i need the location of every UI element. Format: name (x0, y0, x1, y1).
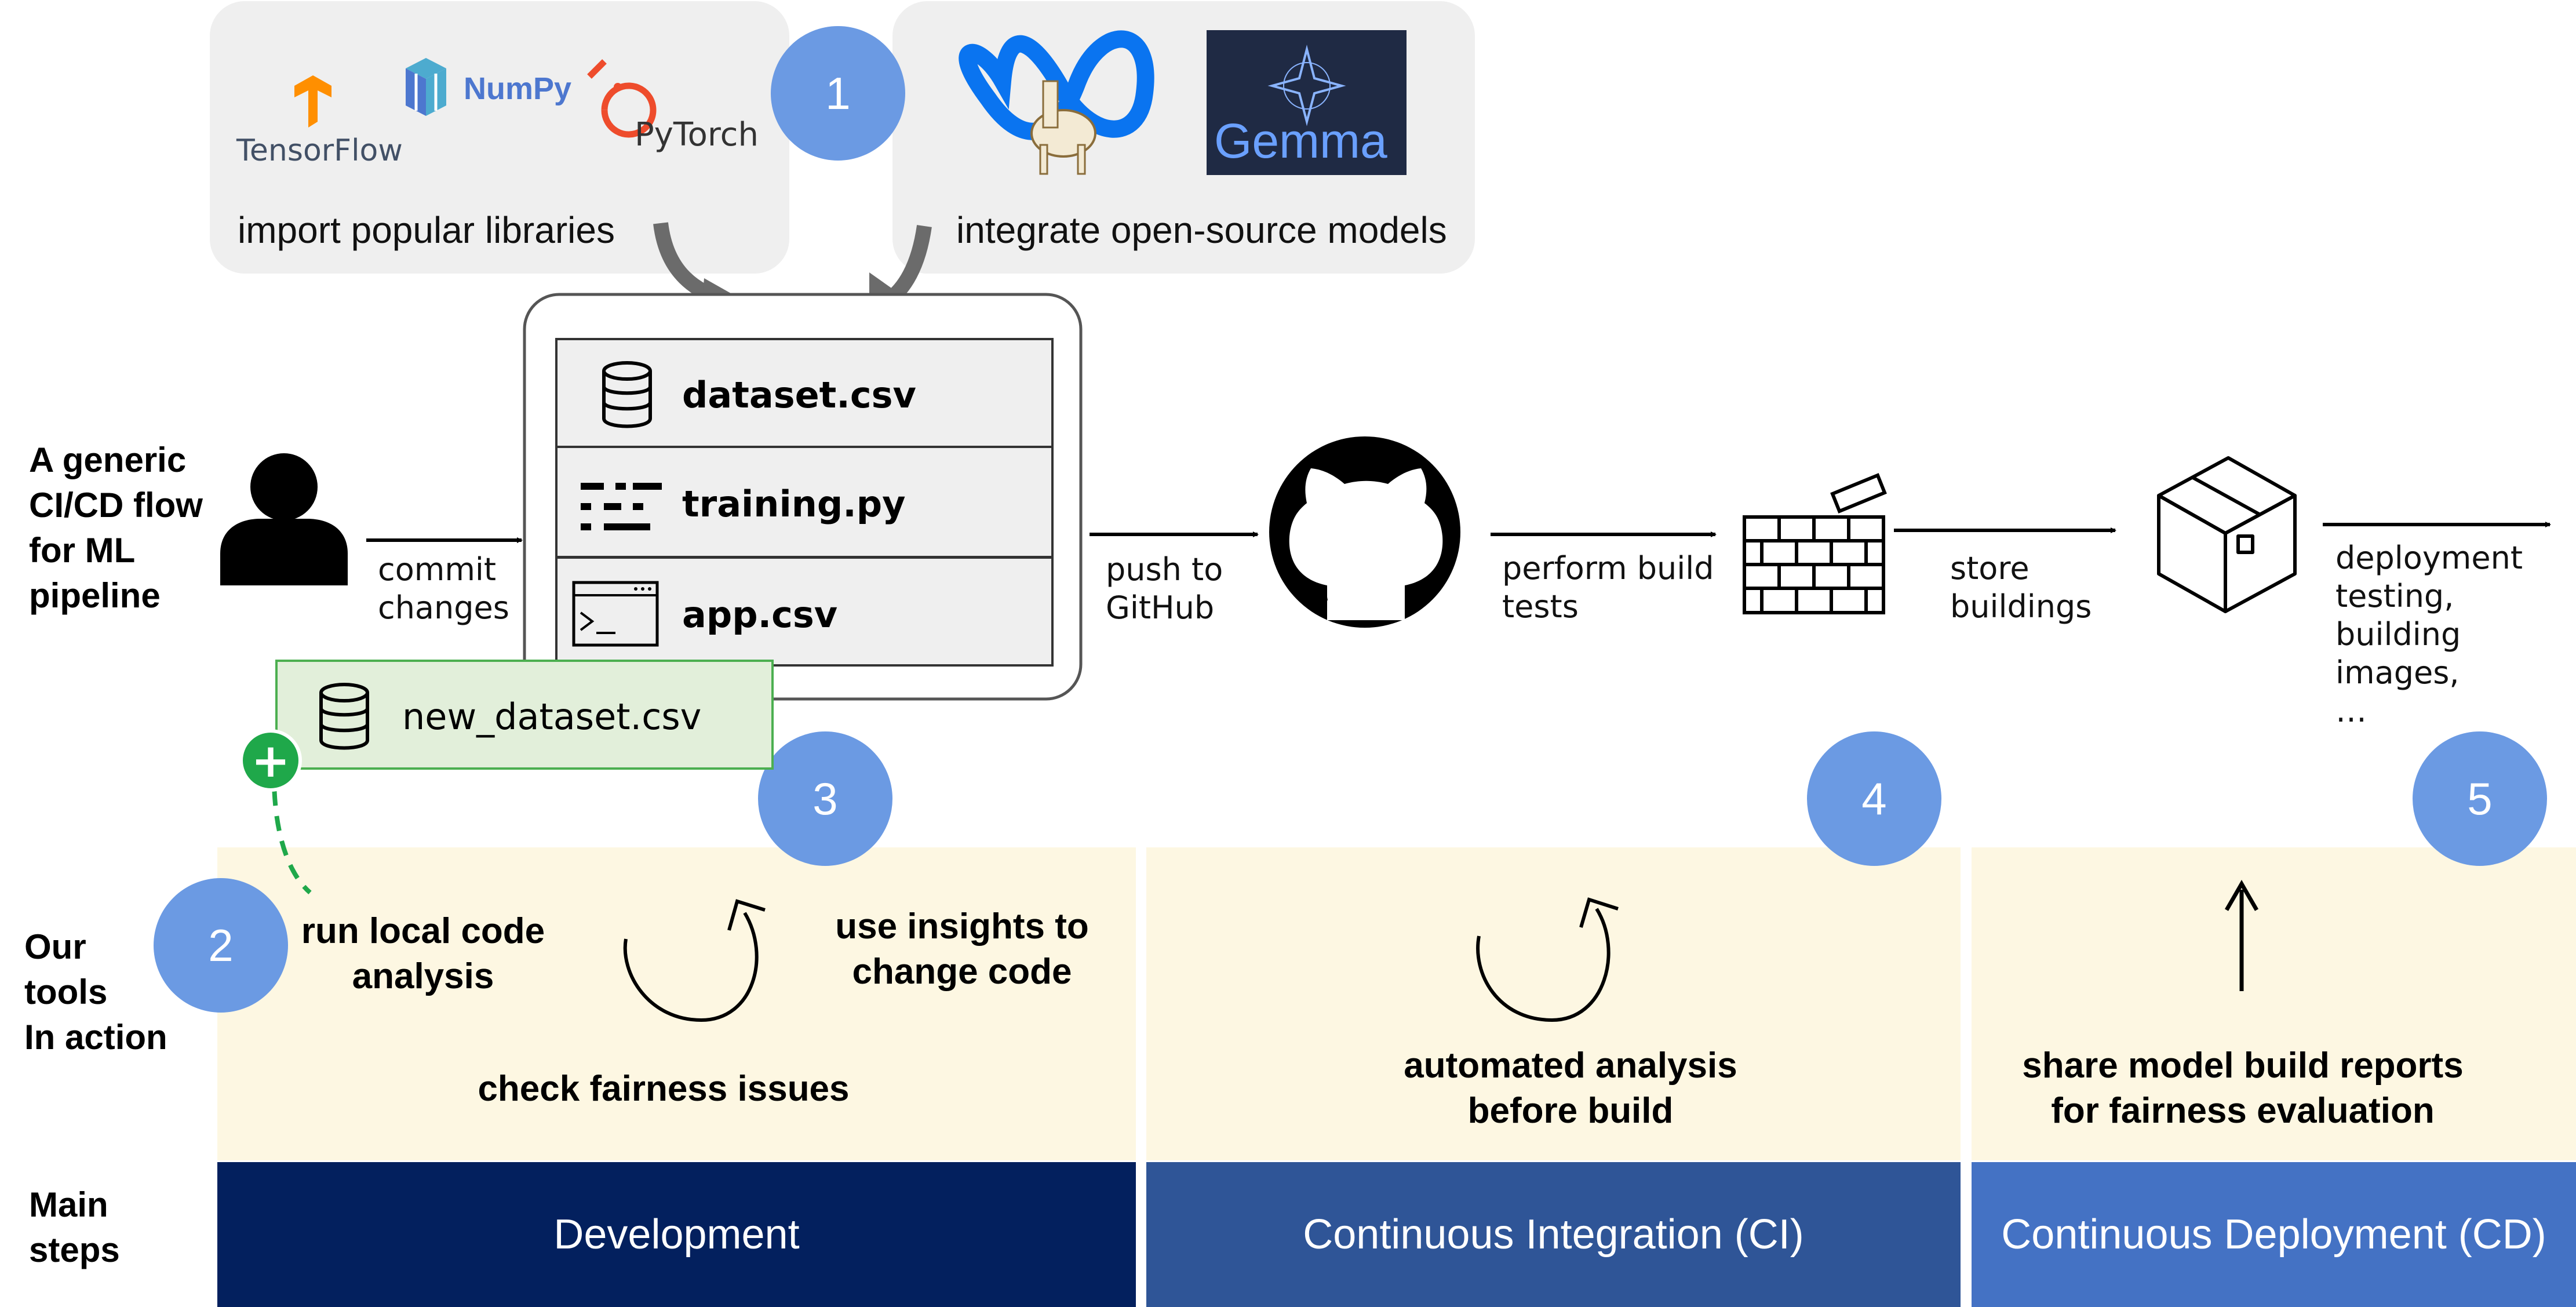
database-icon (319, 683, 369, 750)
brick-wall-icon (1743, 473, 1887, 614)
code-lines-icon (581, 483, 662, 530)
models-caption: integrate open-source models (956, 209, 1447, 251)
step-badge-4: 4 (1807, 731, 1941, 866)
cycle-arrow-ci (1476, 897, 1619, 1022)
new-file[interactable]: new_dataset.csv (275, 660, 774, 770)
numpy-label: NumPy (464, 71, 572, 106)
fairness-text: check fairness issues (478, 1069, 850, 1109)
gemma-label: Gemma (1214, 114, 1387, 168)
pytorch-label: PyTorch (635, 116, 759, 154)
step-cd: Continuous Deployment (CD) (1972, 1162, 2576, 1307)
database-icon (602, 361, 652, 428)
package-icon (2157, 456, 2297, 613)
file-app[interactable]: app.csv (555, 556, 1054, 667)
new-file-connector (271, 764, 312, 895)
tools-panel-cd (1972, 847, 2576, 1160)
file-dataset[interactable]: dataset.csv (555, 338, 1054, 448)
step-badge-3: 3 (758, 731, 892, 866)
meta-llama-icon (959, 30, 1154, 175)
plus-icon[interactable]: + (239, 729, 302, 792)
tools-panel-development (217, 847, 1136, 1160)
gemma-logo (1207, 30, 1407, 175)
step-ci: Continuous Integration (CI) (1146, 1162, 1961, 1307)
file-name-app: app.csv (682, 594, 838, 636)
step-badge-1: 1 (771, 26, 905, 161)
tensorflow-label: TensorFlow (236, 133, 403, 168)
libraries-caption: import popular libraries (238, 209, 615, 251)
step-badge-5: 5 (2413, 731, 2547, 866)
terminal-icon (572, 581, 659, 647)
libraries-panel (210, 1, 789, 274)
new-file-name: new_dataset.csv (402, 696, 702, 738)
github-icon (1269, 436, 1460, 628)
pytorch-icon (587, 59, 657, 138)
step-badge-2: 2 (154, 878, 288, 1013)
file-name-training: training.py (682, 483, 906, 525)
cycle-arrow-dev (623, 899, 766, 1022)
step-development: Development (217, 1162, 1136, 1307)
numpy-icon (406, 58, 446, 116)
tools-panel-ci (1146, 847, 1961, 1160)
up-arrow-cd (2224, 880, 2259, 991)
user-icon (220, 453, 348, 585)
file-training[interactable]: training.py (555, 446, 1054, 558)
tensorflow-icon (294, 75, 331, 128)
file-name-dataset: dataset.csv (682, 374, 916, 416)
